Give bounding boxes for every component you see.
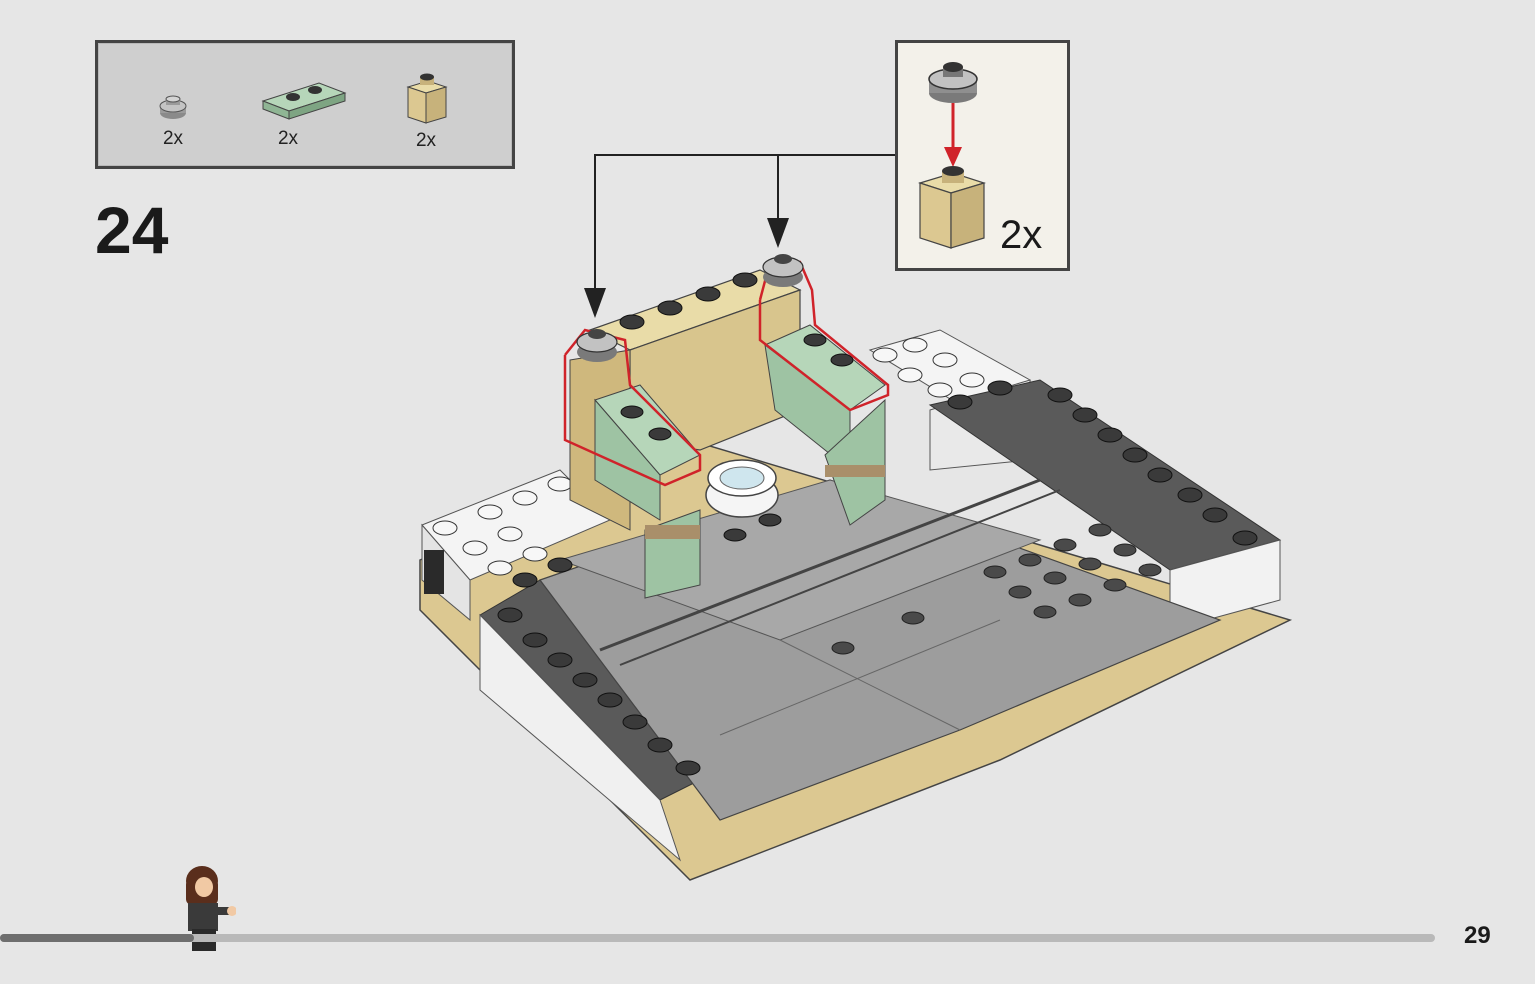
subassembly-illustration (917, 62, 987, 249)
step-number: 24 (95, 193, 169, 267)
part-brick-tan: 2x (404, 69, 448, 152)
progress-bar-fill (0, 934, 194, 942)
green-plate-icon (261, 82, 347, 120)
part-round-plate: 2x (153, 93, 193, 150)
part-qty: 2x (162, 128, 184, 149)
round-plate-icon (159, 95, 187, 119)
progress-bar (0, 934, 1435, 942)
tan-brick-icon (406, 73, 448, 124)
part-qty: 2x (415, 130, 437, 151)
part-qty: 2x (277, 128, 299, 149)
parts-list-box: 2x 2x 2x (95, 40, 515, 169)
page-number: 29 (1464, 922, 1491, 949)
subassembly-qty: 2x (1000, 213, 1043, 257)
subassembly-callout: 2x (895, 40, 1070, 271)
part-plate-green: 2x (248, 71, 358, 150)
